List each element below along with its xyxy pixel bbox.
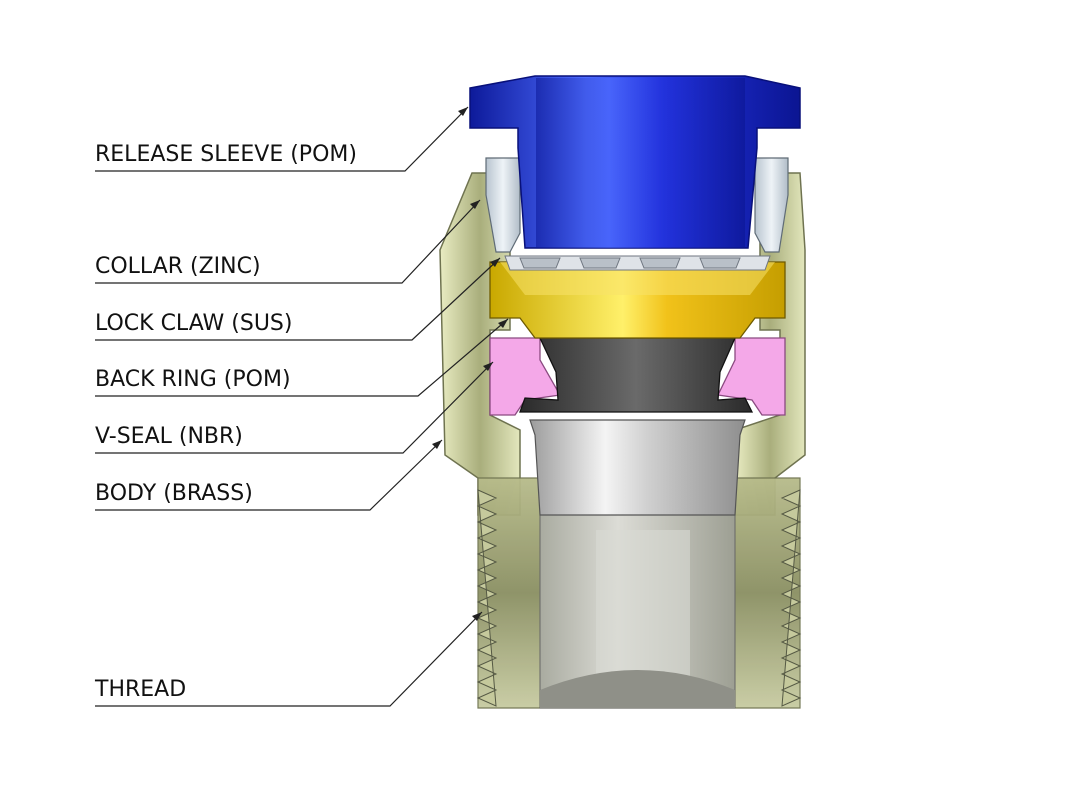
leader-arrowheads [432,107,508,621]
label-collar: COLLAR (ZINC) [95,254,261,279]
v-seal-nbr-part [519,337,754,413]
leader-lines [95,106,509,707]
arrowhead-body [432,440,442,449]
label-thread: THREAD [95,677,187,702]
label-lock-claw: LOCK CLAW (SUS) [95,311,293,336]
arrowhead-v-seal [483,362,493,371]
arrowhead-release-sleeve [458,107,468,116]
thread-teeth [476,489,802,707]
tube-insert [529,419,746,516]
leader-collar [95,199,481,284]
release-sleeve-pom-part [469,75,801,249]
lock-claw-teeth [504,255,771,271]
leader-body [95,439,443,511]
leader-v-seal [95,361,494,454]
label-release-sleeve: RELEASE SLEEVE (POM) [95,142,357,167]
arrowhead-collar [470,200,480,209]
arrowhead-lock-claw [490,258,500,267]
internal-bore [539,514,736,709]
label-back-ring: BACK RING (POM) [95,367,291,392]
arrowhead-thread [472,612,482,621]
leader-release-sleeve [95,106,469,172]
label-v-seal: V-SEAL (NBR) [95,424,243,449]
arrowhead-back-ring [498,319,508,328]
leader-back-ring [95,318,509,397]
leader-lock-claw [95,257,501,341]
leader-thread [95,611,483,707]
back-ring-pom-part [489,337,786,416]
lock-claw-sus-part [489,261,786,339]
label-body: BODY (BRASS) [95,481,253,506]
